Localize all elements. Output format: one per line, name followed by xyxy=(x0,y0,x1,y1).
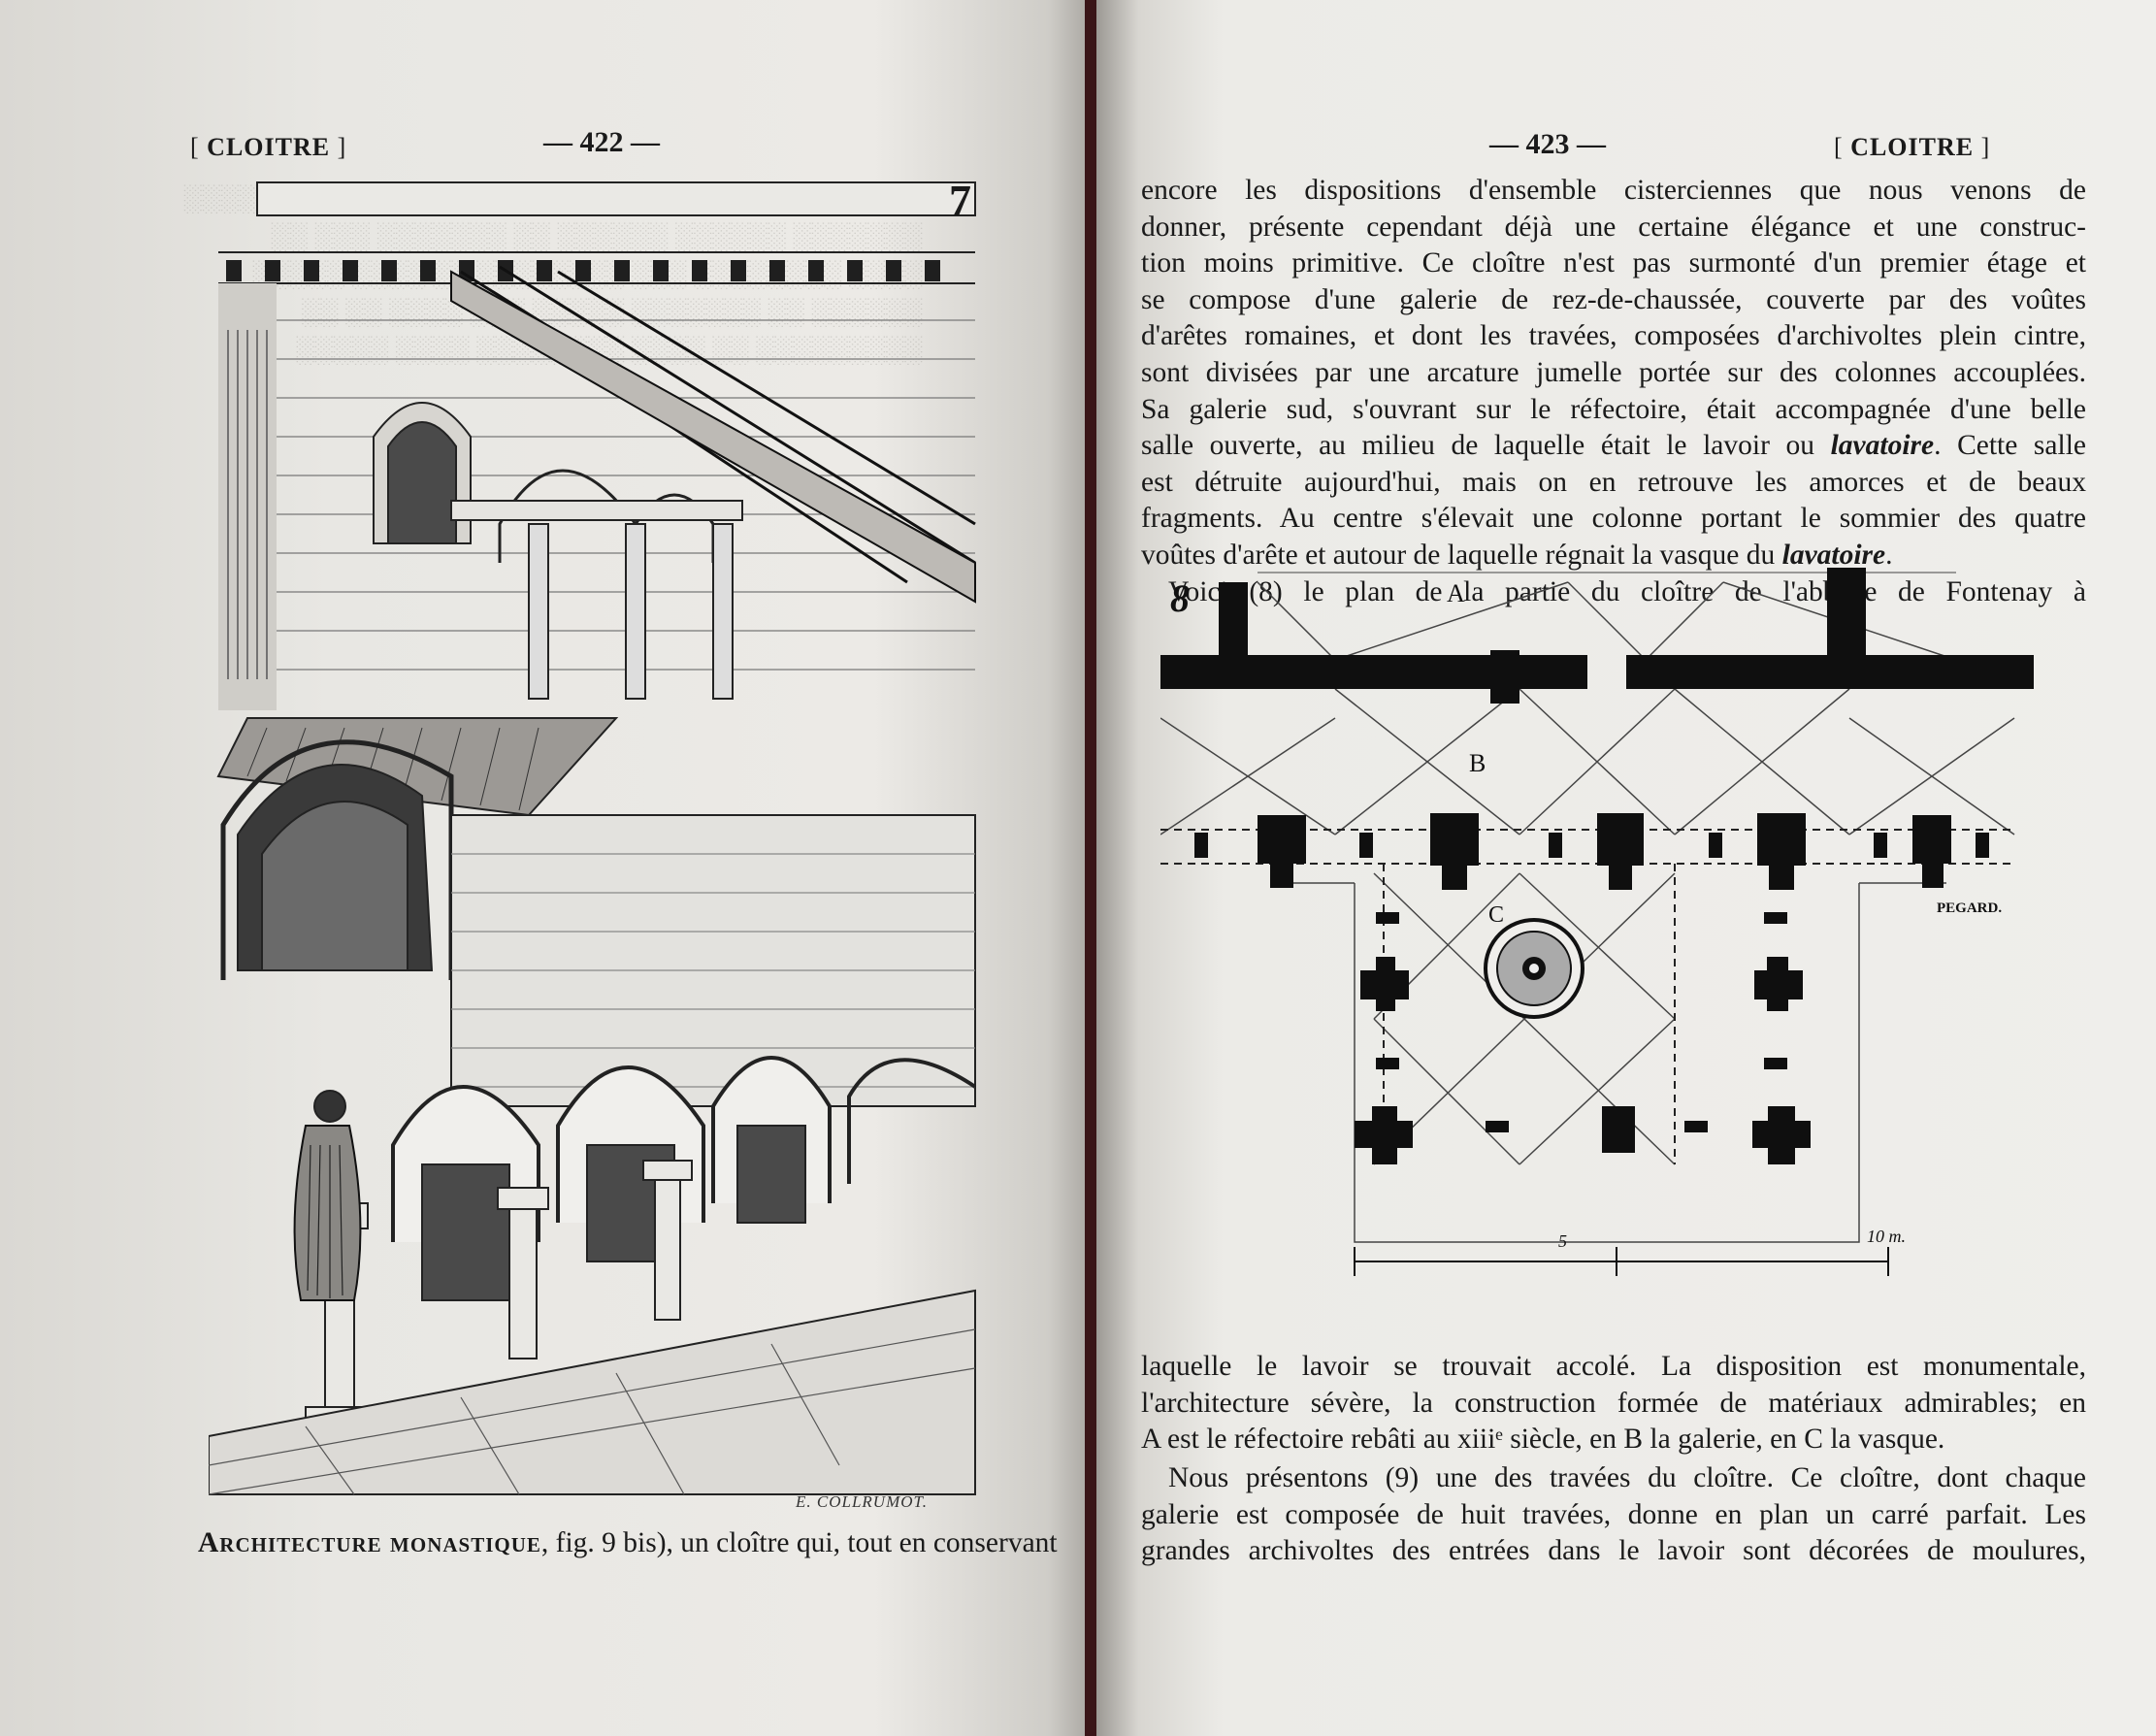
text-line: est détruite aujourd'hui, mais on en ret… xyxy=(1141,466,2086,498)
page-number-right: — 423 — xyxy=(1489,128,1606,160)
text-line: l'architecture sévère, la construction f… xyxy=(1141,1387,2086,1419)
text-line: sont divisées par une arcature jumelle p… xyxy=(1141,356,2086,388)
figure-8-number: 8 xyxy=(1170,576,1190,620)
figure-7-cloister-engraving xyxy=(209,181,977,1495)
paragraph-3: laquelle le lavoir se trouvait accolé. L… xyxy=(1141,1349,2086,1458)
running-head-left: [ CLOITRE ] xyxy=(190,133,347,161)
scale-bar xyxy=(1354,1247,1889,1276)
right-page: — 423 — [ CLOITRE ] encore les dispositi… xyxy=(1096,0,2156,1736)
scale-label-end: 10 m. xyxy=(1867,1227,1906,1246)
italic-lavatoire: lavatoire xyxy=(1781,539,1886,571)
text-line: Nous présentons (9) une des travées du c… xyxy=(1168,1462,2086,1493)
plan-signature: PEGARD. xyxy=(1937,901,2002,916)
text-line: encore les dispositions d'ensemble ciste… xyxy=(1141,175,2086,206)
figure-8-cloister-plan: 8 xyxy=(1160,568,2034,1276)
text-line: tion moins primitive. Ce cloître n'est p… xyxy=(1141,247,2086,279)
text-line: Sa galerie sud, s'ouvrant sur le réfecto… xyxy=(1141,393,2086,425)
book-gutter xyxy=(1085,0,1098,1736)
text-line: galerie est composée de huit travées, do… xyxy=(1141,1498,2086,1530)
text-line: fragments. Au centre s'élevait une colon… xyxy=(1141,503,2086,535)
text-line: grandes archivoltes des entrées dans le … xyxy=(1141,1535,2086,1567)
plan-label-b: B xyxy=(1469,749,1486,777)
plan-label-c: C xyxy=(1488,902,1504,928)
plan-label-a: A xyxy=(1447,579,1465,607)
text-line: A est le réfectoire rebâti au xiiiᵉ sièc… xyxy=(1141,1424,1945,1456)
text-line-with-italic: salle ouverte, au milieu de laquelle éta… xyxy=(1141,430,2086,462)
text-line-with-italic: voûtes d'arête et autour de laquelle rég… xyxy=(1141,539,1893,571)
figure-7-number: 7 xyxy=(949,176,971,225)
running-head-right: [ CLOITRE ] xyxy=(1834,133,1991,161)
caption-line: Architecture monastique, fig. 9 bis), un… xyxy=(198,1525,1058,1562)
engraver-signature: E. COLLRUMOT. xyxy=(796,1492,928,1511)
text-line: laquelle le lavoir se trouvait accolé. L… xyxy=(1141,1351,2086,1382)
text-line: donner, présente cependant déjà une cert… xyxy=(1141,211,2086,243)
scale-label-start: 5 xyxy=(1558,1231,1567,1251)
text-line: Voici (8) le plan de la partie du cloîtr… xyxy=(1168,575,2086,607)
page-number-left: — 422 — xyxy=(543,126,660,158)
text-line: d'arêtes romaines, et dont les travées, … xyxy=(1141,320,2086,352)
left-page: [ CLOITRE ] — 422 — ░░░ ░░░░░░░ ░░ ░░░░ … xyxy=(0,0,1092,1736)
paragraph-1: encore les dispositions d'ensemble ciste… xyxy=(1141,173,2086,610)
monk-figure xyxy=(293,1090,362,1301)
italic-lavatoire: lavatoire xyxy=(1830,430,1935,462)
caption-smallcaps: Architecture monastique xyxy=(198,1527,541,1558)
caption-rest: , fig. 9 bis), un cloître qui, tout en c… xyxy=(540,1527,1058,1558)
vasque-basin xyxy=(1484,918,1584,1019)
text-line: se compose d'une galerie de rez-de-chaus… xyxy=(1141,283,2086,315)
paragraph-4: Nous présentons (9) une des travées du c… xyxy=(1141,1460,2086,1570)
